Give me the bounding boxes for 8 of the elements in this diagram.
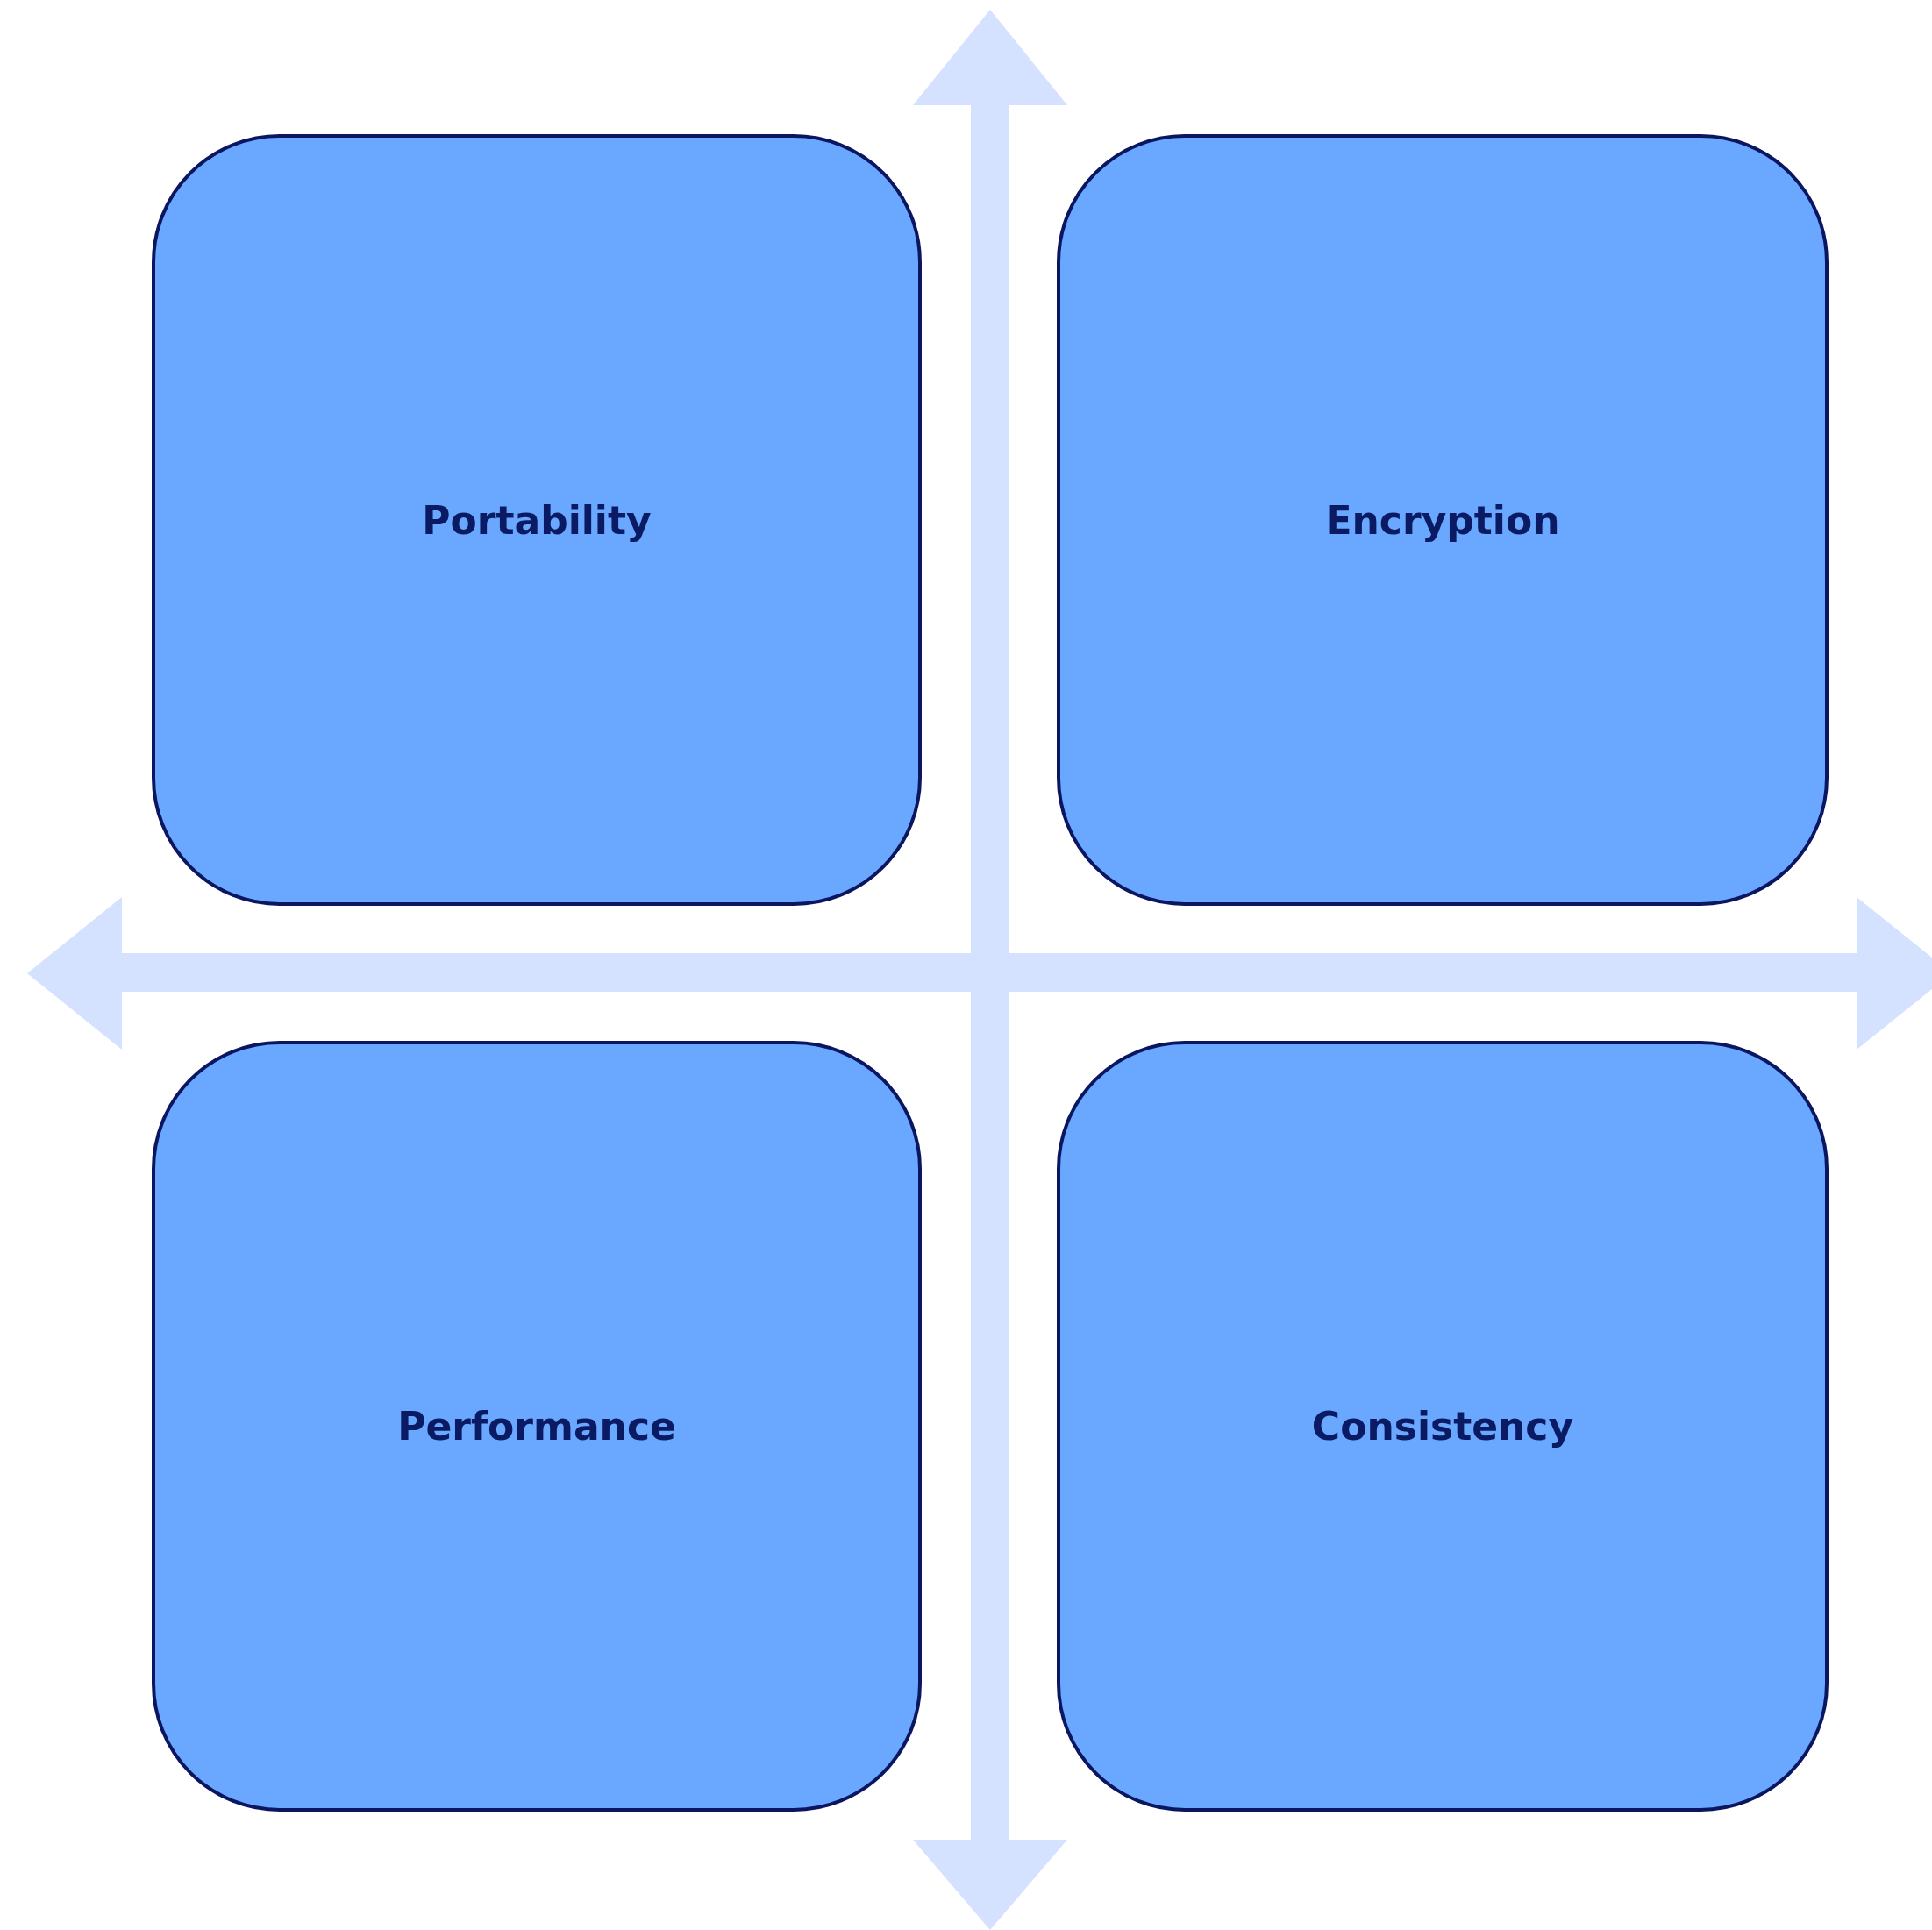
rounded-box bbox=[152, 1041, 922, 1812]
box-label: Portability bbox=[422, 497, 652, 543]
rounded-box bbox=[1057, 134, 1829, 906]
box-label: Encryption bbox=[1325, 497, 1560, 543]
box-label: Consistency bbox=[1311, 1404, 1574, 1449]
rounded-box bbox=[152, 134, 922, 906]
box-label: Performance bbox=[397, 1404, 676, 1449]
rounded-box bbox=[1057, 1041, 1829, 1812]
